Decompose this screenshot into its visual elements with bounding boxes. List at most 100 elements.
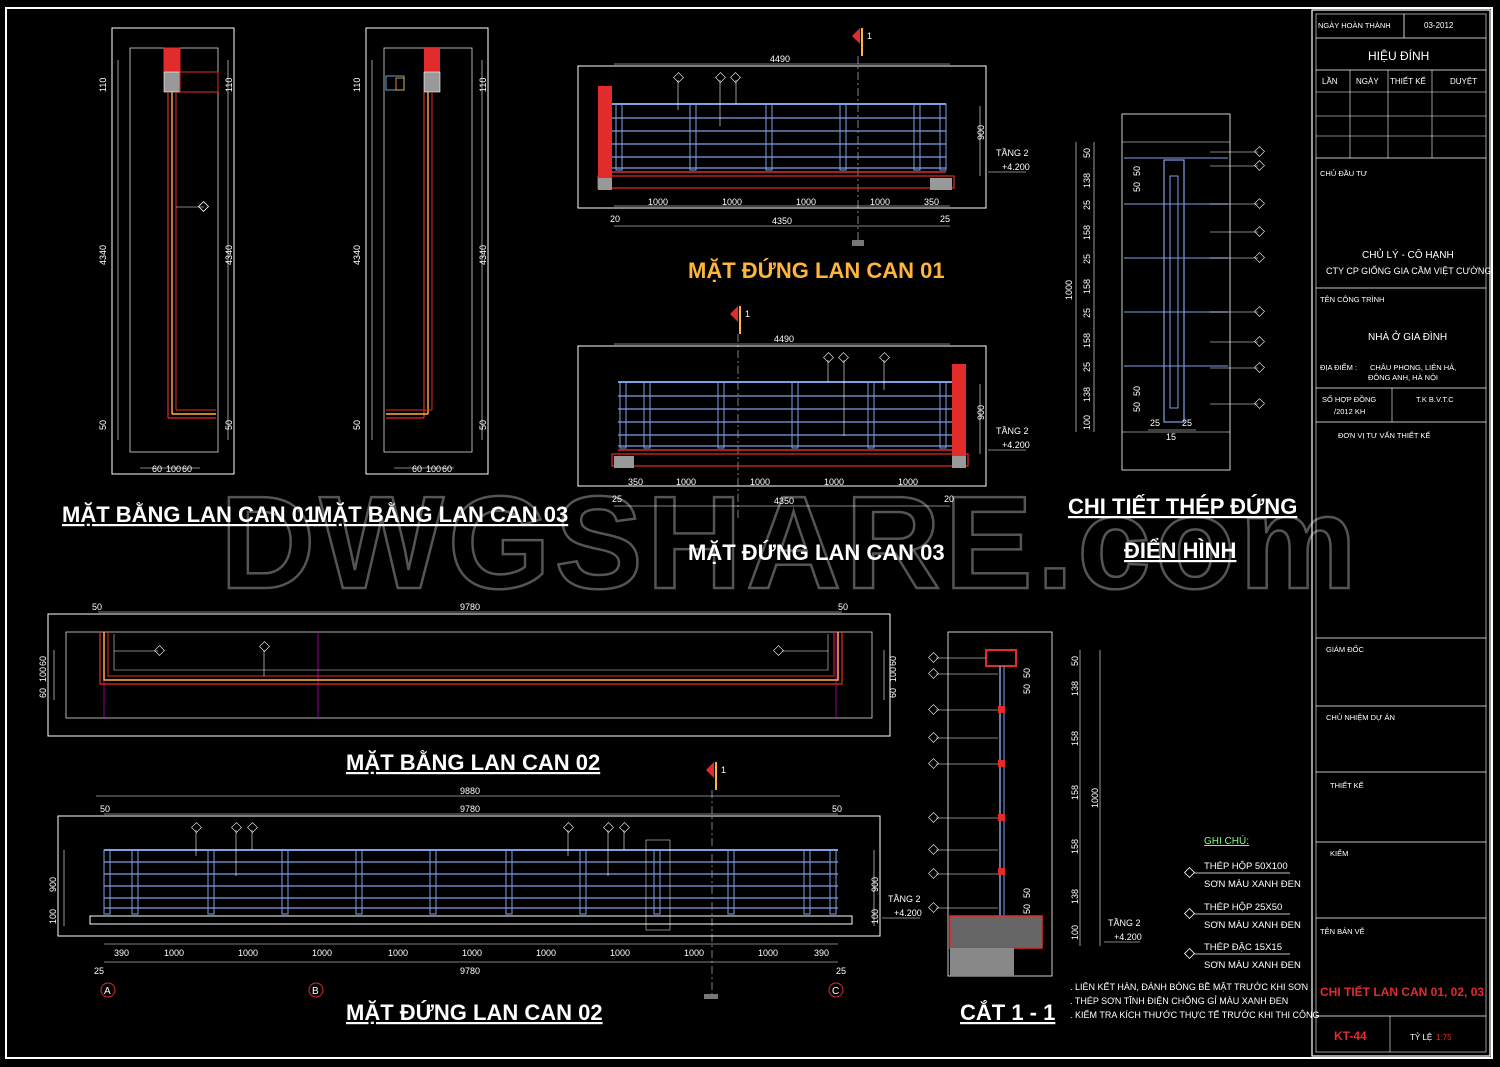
svg-text:100: 100	[48, 909, 58, 924]
watermark: DWGSHARE.com	[220, 469, 1361, 616]
section-1-1: 50 138 158 158 158 138 100 1000 50 50 50…	[928, 631, 1142, 977]
svg-text:TẦNG 2: TẦNG 2	[888, 894, 921, 904]
elevation-lan-can-03: 1 4490 900 TẦNG 2 +4.200	[577, 306, 1030, 520]
svg-text:9880: 9880	[460, 786, 480, 796]
title-block: NGÀY HOÀN THÀNH 03-2012 HIỆU ĐÍNH LẦN NG…	[1311, 9, 1491, 1057]
section-flag-icon	[706, 762, 714, 778]
svg-text:50: 50	[1082, 148, 1092, 158]
svg-text:1000: 1000	[462, 948, 482, 958]
svg-text:25: 25	[940, 214, 950, 224]
svg-text:110: 110	[98, 78, 108, 92]
svg-text:/2012 KH: /2012 KH	[1334, 407, 1365, 416]
svg-text:1000: 1000	[796, 197, 816, 207]
svg-text:+4.200: +4.200	[1002, 440, 1030, 450]
svg-text:50: 50	[1132, 386, 1142, 396]
plan-03-title: MẶT BẰNG LAN CAN 03	[314, 502, 568, 527]
svg-text:GIÁM ĐỐC: GIÁM ĐỐC	[1326, 644, 1365, 654]
svg-text:50: 50	[1022, 668, 1032, 678]
svg-text:1000: 1000	[610, 948, 630, 958]
svg-text:1000: 1000	[648, 197, 668, 207]
svg-text:1000: 1000	[676, 477, 696, 487]
svg-text:1000: 1000	[1090, 788, 1100, 808]
svg-text:158: 158	[1082, 225, 1092, 240]
svg-text:100: 100	[426, 464, 441, 474]
svg-text:1000: 1000	[758, 948, 778, 958]
svg-text:4490: 4490	[774, 334, 794, 344]
svg-text:25: 25	[1082, 254, 1092, 264]
svg-text:ĐƠN VỊ TƯ VẤN THIẾT KẾ: ĐƠN VỊ TƯ VẤN THIẾT KẾ	[1338, 430, 1430, 440]
svg-text:A: A	[104, 986, 111, 997]
section-1-1-title: CẮT 1 - 1	[960, 1000, 1055, 1025]
svg-text:100: 100	[870, 909, 880, 924]
svg-text:50: 50	[1022, 684, 1032, 694]
svg-text:. THÉP SƠN TĨNH ĐIỆN CHỐNG GỈ: . THÉP SƠN TĨNH ĐIỆN CHỐNG GỈ MÀU XANH Đ…	[1070, 995, 1288, 1006]
svg-text:4340: 4340	[478, 245, 488, 265]
notes-block: GHI CHÚ: THÉP HỘP 50X100 SƠN MÀU XANH ĐE…	[1070, 834, 1320, 1020]
svg-text:TÊN BẢN VẼ: TÊN BẢN VẼ	[1320, 927, 1365, 936]
svg-text:1000: 1000	[312, 948, 332, 958]
svg-text:1000: 1000	[898, 477, 918, 487]
svg-text:NGÀY: NGÀY	[1356, 77, 1379, 86]
svg-text:100: 100	[166, 464, 181, 474]
svg-text:158: 158	[1070, 731, 1080, 746]
svg-text:25: 25	[612, 494, 622, 504]
svg-text:1000: 1000	[1064, 280, 1074, 300]
elevation-lan-can-02: 1 9880 9780 5	[48, 762, 922, 999]
svg-text:60: 60	[182, 464, 192, 474]
svg-text:15: 15	[1166, 432, 1176, 442]
svg-text:60: 60	[152, 464, 162, 474]
svg-text:25: 25	[1082, 200, 1092, 210]
svg-text:50: 50	[838, 602, 848, 612]
svg-text:900: 900	[976, 405, 986, 420]
svg-text:ĐÔNG ANH, HÀ NỘI: ĐÔNG ANH, HÀ NỘI	[1368, 373, 1438, 382]
svg-text:50: 50	[478, 420, 488, 430]
detail-post-title-2: ĐIỂN HÌNH	[1124, 538, 1236, 563]
svg-text:50: 50	[1022, 888, 1032, 898]
svg-text:THÉP HỘP 50X100: THÉP HỘP 50X100	[1204, 861, 1288, 872]
svg-text:50: 50	[98, 420, 108, 430]
plan-01-title: MẶT BẰNG LAN CAN 01	[62, 502, 316, 527]
svg-text:TÊN CÔNG TRÌNH: TÊN CÔNG TRÌNH	[1320, 295, 1384, 304]
svg-text:60: 60	[38, 656, 48, 666]
svg-text:LẦN: LẦN	[1322, 76, 1338, 86]
svg-text:158: 158	[1082, 333, 1092, 348]
svg-text:50: 50	[224, 420, 234, 430]
svg-text:138: 138	[1070, 681, 1080, 696]
plan-02-title: MẶT BẰNG LAN CAN 02	[346, 750, 600, 775]
svg-text:1000: 1000	[238, 948, 258, 958]
svg-text:SƠN MÀU XANH ĐEN: SƠN MÀU XANH ĐEN	[1204, 920, 1301, 931]
svg-text:138: 138	[1082, 173, 1092, 188]
svg-text:03-2012: 03-2012	[1424, 21, 1454, 30]
svg-text:TẦNG 2: TẦNG 2	[996, 148, 1029, 158]
svg-text:4350: 4350	[772, 216, 792, 226]
svg-text:100: 100	[1070, 925, 1080, 940]
svg-text:60: 60	[888, 688, 898, 698]
svg-text:110: 110	[352, 78, 362, 92]
svg-text:NGÀY HOÀN THÀNH: NGÀY HOÀN THÀNH	[1318, 21, 1391, 30]
svg-text:+4.200: +4.200	[1114, 932, 1142, 942]
svg-text:25: 25	[1150, 418, 1160, 428]
svg-text:60: 60	[38, 688, 48, 698]
svg-text:60: 60	[442, 464, 452, 474]
svg-text:4490: 4490	[770, 54, 790, 64]
svg-text:HIỆU ĐÍNH: HIỆU ĐÍNH	[1368, 48, 1429, 63]
sheet-number: KT-44	[1334, 1029, 1367, 1043]
elevation-02-title: MẶT ĐỨNG LAN CAN 02	[346, 1000, 603, 1025]
svg-text:THIẾT KẾ: THIẾT KẾ	[1330, 780, 1364, 790]
svg-text:25: 25	[1082, 308, 1092, 318]
section-flag-icon	[852, 28, 860, 44]
svg-text:TẦNG 2: TẦNG 2	[996, 426, 1029, 436]
drawing-name: CHI TIẾT LAN CAN 01, 02, 03	[1320, 984, 1484, 999]
svg-text:25: 25	[94, 966, 104, 976]
svg-text:THÉP HỘP 25X50: THÉP HỘP 25X50	[1204, 902, 1282, 913]
svg-text:1: 1	[867, 31, 872, 41]
svg-text:110: 110	[224, 78, 234, 92]
svg-text:25: 25	[1082, 362, 1092, 372]
svg-text:158: 158	[1082, 279, 1092, 294]
svg-text:1000: 1000	[164, 948, 184, 958]
svg-text:100: 100	[38, 667, 48, 682]
svg-text:900: 900	[48, 877, 58, 892]
svg-text:THÉP ĐẶC 15X15: THÉP ĐẶC 15X15	[1204, 942, 1282, 953]
svg-text:1000: 1000	[870, 197, 890, 207]
svg-text:50: 50	[100, 804, 110, 814]
